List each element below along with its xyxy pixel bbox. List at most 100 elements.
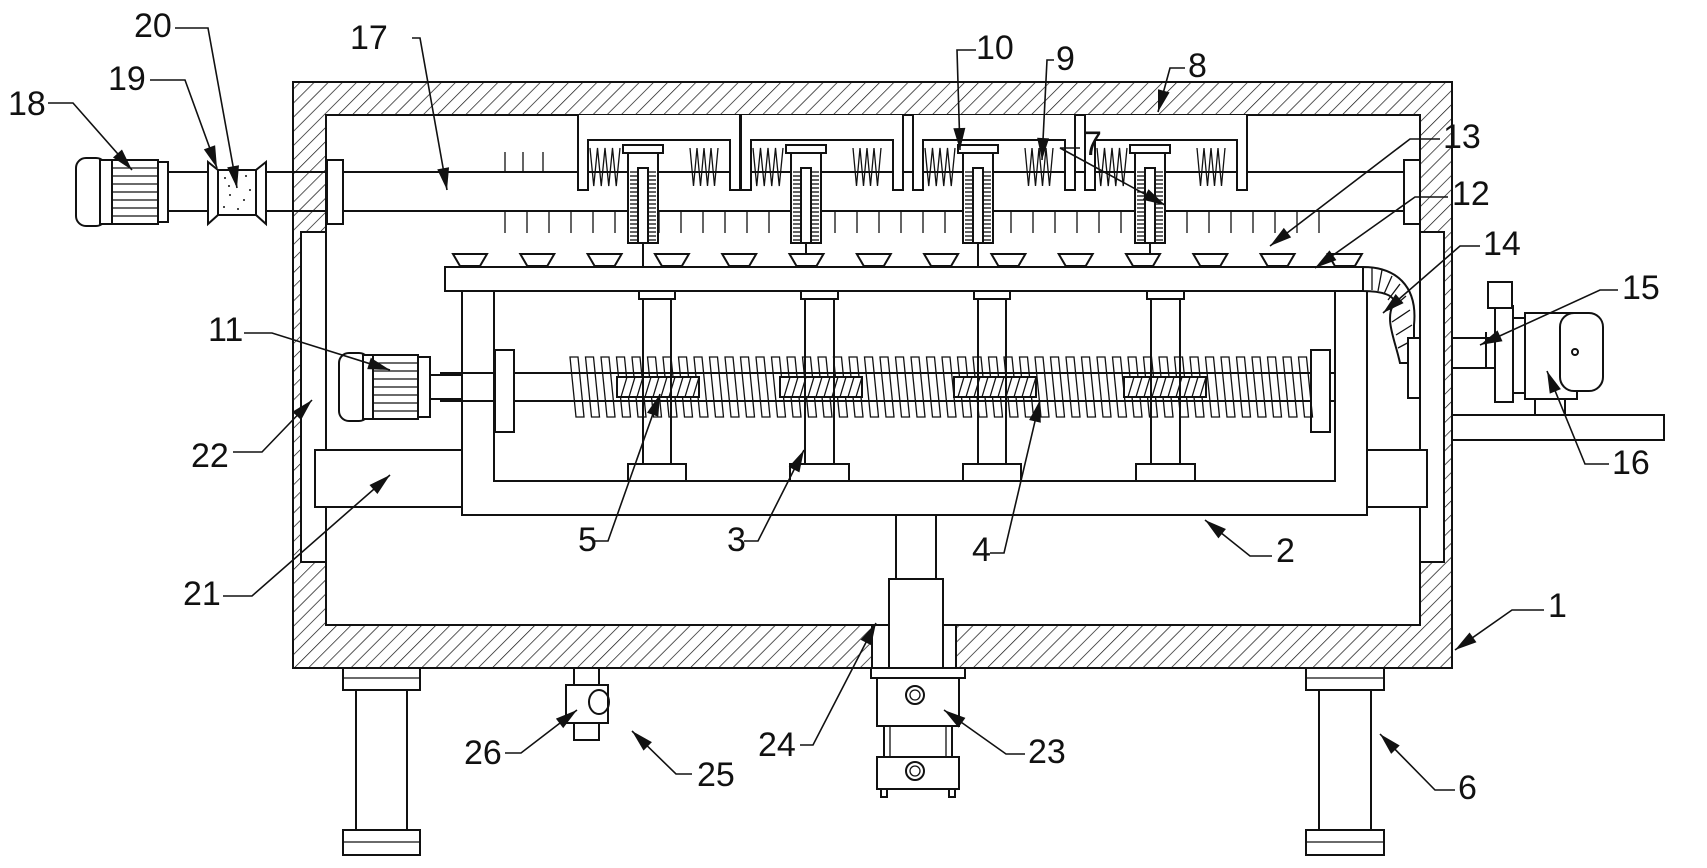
flexible-hose [1362,265,1421,399]
lift-cylinder [870,514,966,798]
support-leg [342,667,421,856]
leader-line-21 [223,474,391,597]
part-label-6: 6 [1458,769,1477,807]
screw-flight [755,356,771,418]
part-label-21: 21 [183,575,221,613]
press-unit [740,115,904,267]
part-label-16: 16 [1612,444,1650,482]
nozzle [1056,253,1095,267]
arrowhead-15 [1480,330,1503,345]
spring-housing [1084,115,1248,191]
arrowhead-8 [1158,89,1170,112]
shaft-bearing-right [1403,159,1421,225]
arrowhead-18 [112,149,132,170]
left-slide-rail [300,231,327,563]
arrowhead-22 [292,400,312,421]
support-leg [1305,667,1385,856]
screw-flight [1049,356,1066,418]
leader-line-4 [990,399,1041,554]
screw-flight [879,356,895,418]
screw-flight [1235,356,1252,418]
press-block [622,144,664,154]
part-label-26: 26 [464,734,502,772]
pump-base-plate [1451,414,1665,441]
hose-connector [1407,337,1421,399]
leader-line-12 [1314,196,1448,269]
leader-line-23 [943,709,1025,755]
arrowhead-23 [944,710,966,728]
nozzle [1124,253,1162,267]
arrowhead-25 [632,731,652,751]
piston-rod [895,514,937,580]
spring [1096,147,1128,187]
part-label-15: 15 [1622,269,1660,307]
press-block [957,144,999,154]
arrowhead-16 [1547,371,1561,394]
nozzle [787,253,826,267]
coupling-right [255,159,267,227]
leader-line-6 [1379,733,1455,791]
screw-flight [863,356,880,418]
part-label-2: 2 [1276,532,1295,570]
leader-line-18 [48,102,133,171]
screw-flight [569,356,585,418]
leader-line-17 [412,37,448,191]
part-label-10: 10 [976,29,1014,67]
part-label-17: 17 [350,19,388,57]
screw-flight [941,356,957,418]
part-label-23: 23 [1028,733,1066,771]
column-foot [962,463,1022,482]
screw-flight [1034,356,1050,418]
part-label-22: 22 [191,437,229,475]
part-label-19: 19 [108,60,146,98]
arrowhead-3 [788,450,804,473]
arrowhead-12 [1315,250,1337,268]
screw-bearing-left [494,349,515,433]
nozzle [1258,253,1297,267]
arrowhead-10 [953,127,966,150]
nozzle [451,253,489,267]
coupling-left [207,159,219,227]
screw-flight [910,356,926,418]
press-block [785,144,827,154]
arrowhead-14 [1383,294,1404,313]
screw-flight [1297,356,1314,418]
screw-flight [739,356,756,418]
spring [689,147,719,187]
screw-flight [724,356,740,418]
leader-line-24 [800,622,877,746]
leader-line-1 [1454,609,1544,651]
part-label-11: 11 [208,311,243,349]
tray-frame [314,291,1428,516]
leader-line-7 [1059,147,1166,206]
part-label-4: 4 [972,531,991,569]
nozzle [720,253,758,267]
arrowhead-5 [647,394,660,417]
arrowhead-1 [1455,632,1477,650]
left-slide-block [314,449,463,508]
arrowhead-19 [203,145,217,168]
screw-flight [1065,356,1081,418]
nozzle [1191,253,1230,267]
nozzle [922,253,960,267]
arrowhead-6 [1380,734,1400,754]
leader-line-22 [233,399,313,453]
leader-line-15 [1479,289,1618,346]
spring-housing [912,115,1076,191]
spring-housing [577,115,741,191]
nozzle [518,253,557,267]
screw-flight [894,356,911,418]
leader-line-13 [1269,138,1440,247]
shaft-ticks [504,152,1320,233]
support-column [789,290,850,482]
screw-flight [1220,356,1236,418]
arrowhead-26 [555,710,577,729]
screw-flight [708,356,725,418]
support-column [1135,290,1196,482]
spring [852,147,882,187]
nozzle [653,253,691,267]
screw-flight [1096,356,1112,418]
